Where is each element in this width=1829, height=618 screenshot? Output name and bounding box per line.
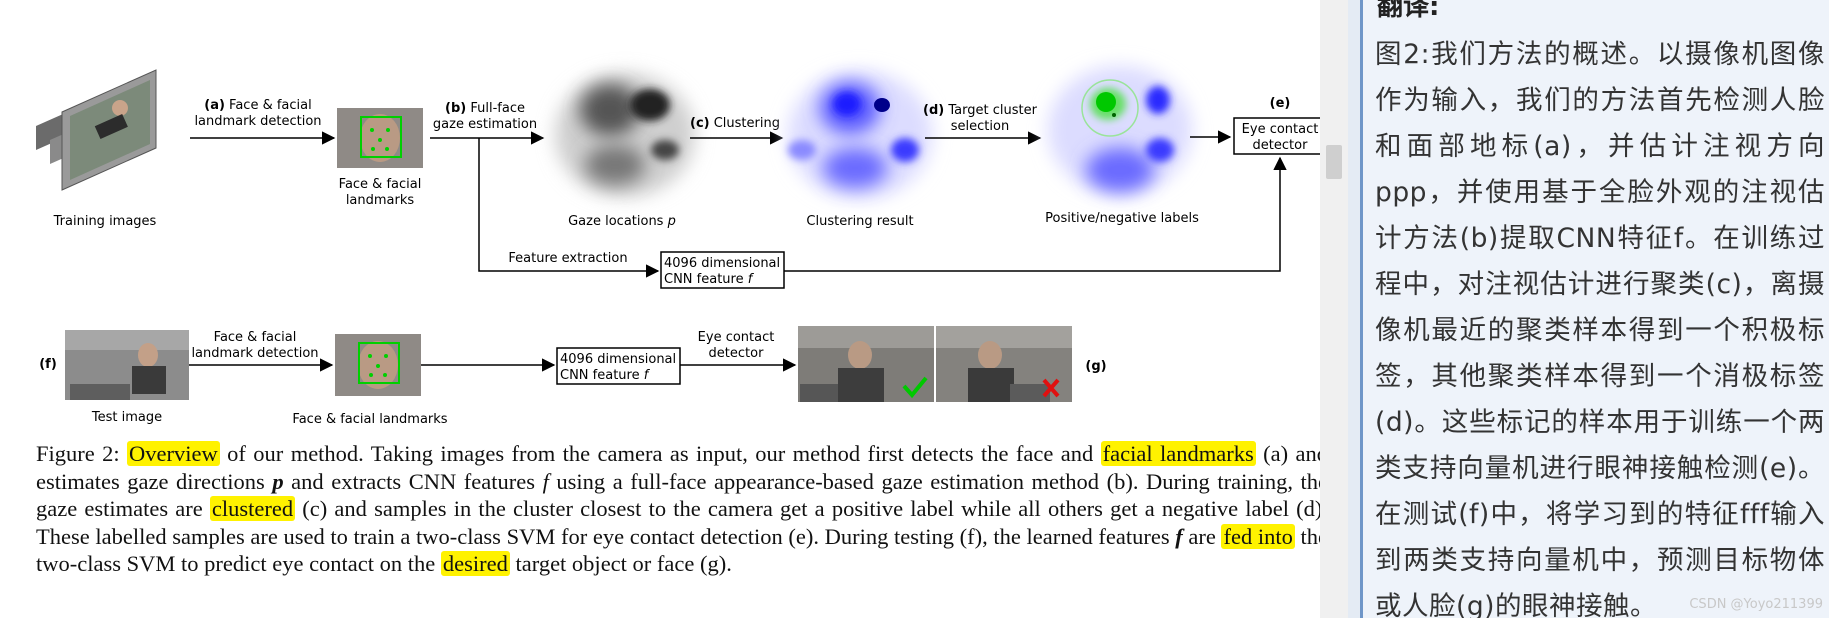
face-landmarks-label: Face & facial — [339, 177, 422, 192]
caption-text: and extracts CNN features — [283, 468, 543, 494]
test-eye-contact-label-line2: detector — [709, 346, 765, 361]
eye-contact-detector-label: Eye contact — [1242, 122, 1319, 137]
step-c-label: (c) Clustering — [690, 116, 780, 131]
scrollbar-thumb[interactable] — [1326, 145, 1342, 179]
check-mark-icon — [902, 376, 928, 399]
highlighted-phrase: clustered — [209, 496, 296, 522]
eye-contact-detector-label-line2: detector — [1253, 138, 1309, 153]
caption-text: using a full-face appearance-based gaze … — [548, 468, 1139, 494]
caption-text: target object or face (g). — [509, 551, 732, 577]
caption-text: Figure 2: — [36, 441, 128, 466]
test-image-thumbnail — [65, 330, 189, 400]
test-face-detection-label: Face & facial — [214, 330, 297, 345]
pane-gutter — [1348, 0, 1360, 618]
caption-text: p — [272, 468, 284, 494]
face-landmarks-label-line2: landmarks — [346, 193, 415, 208]
positive-negative-labels-plot — [1048, 66, 1192, 194]
caption-text: others get a negative label (d). These l… — [36, 496, 1320, 549]
figure-caption: Figure 2: Overview of our method. Taking… — [36, 440, 1320, 578]
result-no-eye-contact-image — [936, 326, 1072, 402]
feature-extraction-arrow — [478, 138, 660, 278]
test-face-landmarks-thumbnail — [335, 334, 421, 396]
test-cnn-feature-box — [556, 347, 681, 385]
caption-text: testing (f), the learned features — [894, 523, 1176, 549]
eye-contact-detector-box — [1233, 117, 1320, 155]
positive-negative-label: Positive/negative labels — [1045, 211, 1199, 226]
cnn-feature-label-line2: CNN feature f — [664, 272, 755, 287]
step-b-label: (b) Full-face — [445, 101, 525, 116]
test-face-landmarks-label: Face & facial landmarks — [292, 412, 447, 427]
step-d-label-line2: selection — [951, 119, 1009, 134]
cnn-to-detector-arrow — [784, 156, 1287, 272]
translation-panel: 翻译: 图2:我们方法的概述。以摄像机图像作为输入，我们的方法首先检测人脸和面部… — [1360, 0, 1829, 618]
caption-text: (a) and estimates gaze directions — [36, 441, 1320, 494]
clustering-result-plot — [788, 71, 932, 199]
result-eye-contact-image — [798, 326, 934, 402]
caption-text: are — [1182, 523, 1222, 549]
test-face-detection-label-line2: landmark detection — [191, 346, 318, 361]
caption-text: the two-class SVM to predict eye contact… — [36, 523, 1320, 577]
vertical-scrollbar[interactable] — [1320, 0, 1348, 618]
translation-heading: 翻译: — [1377, 0, 1440, 22]
method-overview-diagram: Training images (a) Face & facial landma… — [36, 66, 1320, 427]
training-images-thumbnail — [36, 69, 157, 191]
watermark: CSDN @Yoyo211399 — [1689, 597, 1823, 612]
step-a-label: (a) Face & facial — [204, 98, 311, 113]
translation-text: 图2:我们方法的概述。以摄像机图像作为输入，我们的方法首先检测人脸和面部地标(a… — [1375, 39, 1825, 618]
gaze-locations-label: Gaze locations p — [568, 214, 676, 229]
gaze-locations-plot — [555, 73, 695, 197]
face-landmarks-thumbnail — [337, 108, 423, 168]
caption-text: of our method. Taking images from the ca… — [219, 441, 1101, 466]
highlighted-phrase: desired — [440, 551, 510, 577]
caption-text: (c) and samples in the cluster closest t… — [295, 496, 1041, 522]
test-eye-contact-label: Eye contact — [698, 330, 775, 345]
caption-text: f — [1175, 523, 1183, 549]
step-f-tag: (f) — [39, 357, 57, 372]
test-image-label: Test image — [91, 410, 162, 425]
cnn-feature-label: 4096 dimensional — [664, 256, 780, 271]
step-d-label: (d) Target cluster — [923, 103, 1038, 118]
test-cnn-feature-label: 4096 dimensional — [560, 352, 676, 367]
step-a-label-line2: landmark detection — [194, 114, 321, 129]
highlighted-phrase: fed into — [1221, 523, 1295, 549]
training-images-label: Training images — [53, 214, 157, 229]
test-cnn-feature-label-line2: CNN feature f — [560, 368, 651, 383]
caption-text: f — [542, 468, 549, 494]
highlighted-phrase: facial landmarks — [1100, 441, 1256, 466]
highlighted-phrase: Overview — [127, 441, 220, 466]
feature-extraction-label: Feature extraction — [508, 251, 627, 266]
paper-page: Training images (a) Face & facial landma… — [36, 66, 1320, 578]
cnn-feature-box — [660, 251, 785, 289]
step-g-tag: (g) — [1085, 359, 1106, 374]
clustering-result-label: Clustering result — [806, 214, 913, 229]
caption-text: During training, the gaze estimates are — [36, 468, 1320, 522]
cross-mark-icon — [1042, 378, 1060, 398]
step-e-tag: (e) — [1270, 96, 1291, 111]
step-b-label-line2: gaze estimation — [433, 117, 537, 132]
